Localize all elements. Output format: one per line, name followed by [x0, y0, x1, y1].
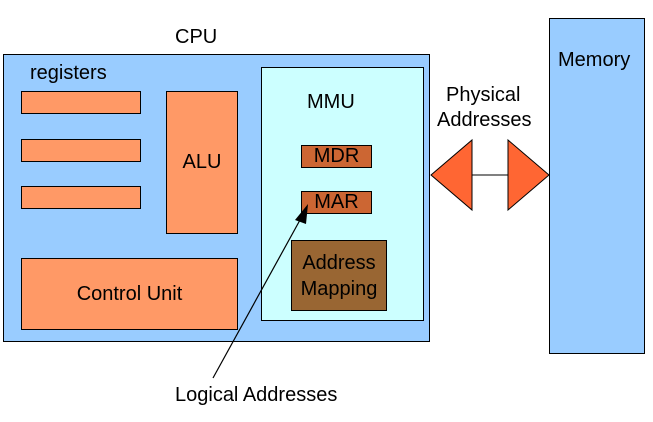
logical-address-line — [212, 219, 301, 379]
address-mapping-line2: Mapping — [300, 277, 378, 300]
physical-addresses-line2: Addresses — [437, 109, 532, 131]
register-3 — [21, 186, 141, 209]
registers-label: registers — [30, 62, 107, 84]
register-2 — [21, 139, 141, 162]
memory-label: Memory — [558, 49, 631, 71]
address-mapping-box: Address Mapping — [291, 240, 387, 311]
alu-box: ALU — [166, 91, 238, 234]
logical-addresses-label: Logical Addresses — [175, 384, 338, 406]
logical-address-arrowhead — [295, 204, 308, 224]
address-mapping-line1: Address — [302, 251, 376, 274]
control-unit-box: Control Unit — [21, 258, 238, 330]
mdr-register: MDR — [301, 145, 372, 168]
register-1 — [21, 91, 141, 114]
physical-addresses-line1: Physical — [446, 84, 521, 106]
memory-box — [549, 18, 645, 354]
control-unit-label: Control Unit — [76, 282, 183, 305]
mar-label: MAR — [314, 191, 359, 213]
mdr-label: MDR — [313, 145, 360, 167]
mmu-label: MMU — [307, 91, 355, 113]
bus-arrow-left — [430, 138, 473, 212]
alu-label: ALU — [182, 151, 222, 173]
bus-arrow-right — [507, 138, 550, 212]
mar-register: MAR — [301, 191, 372, 214]
cpu-title: CPU — [175, 26, 218, 48]
